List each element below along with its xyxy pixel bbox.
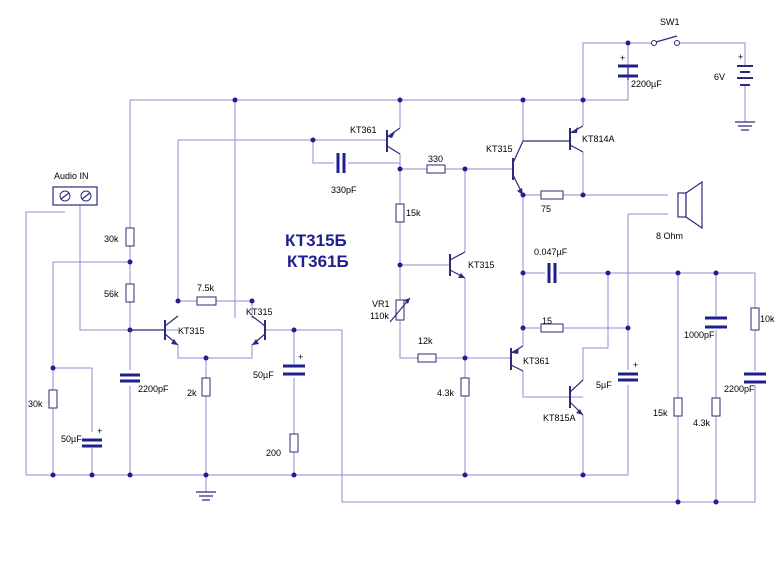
title-line-2: КТ361Б [287,252,349,271]
label-c50u-fb: 50µF [253,370,274,380]
resistor-10k [750,307,760,331]
battery-6v: + [737,52,753,86]
ground-amp [196,491,216,501]
label-r200: 200 [266,448,281,458]
label-q-kt815: KT815A [543,413,576,423]
speaker-8-ohm [677,180,703,230]
resistor-15 [540,323,564,333]
ground-battery [735,121,755,131]
transistors [130,125,584,416]
label-r15k-right: 15k [653,408,668,418]
label-r75: 75 [541,204,551,214]
svg-text:+: + [298,352,303,362]
junction-dots [50,40,719,505]
label-c2200p-b: 2200pF [724,384,755,394]
capacitor-330pf [336,153,346,173]
capacitor-5uf: + [618,360,638,382]
label-r56k: 56k [104,289,119,299]
power-switch-sw1 [651,35,680,46]
label-r15k-mid: 15k [406,208,421,218]
label-q-kt315-mid: KT315 [468,260,495,270]
svg-text:+: + [97,426,102,436]
transistor-kt315-pair-right [251,315,266,346]
resistor-15k-mid [395,203,405,223]
resistor-330 [426,164,446,174]
resistor-75 [540,190,564,200]
label-r15: 15 [542,316,552,326]
resistors [48,164,760,453]
label-sw1: SW1 [660,17,680,27]
label-q-kt315-top: KT315 [486,144,513,154]
capacitor-1000pf [705,316,727,329]
label-c1000p: 1000pF [684,330,715,340]
resistor-15k-right [673,397,683,417]
resistor-4-3k-mid [460,377,470,397]
resistor-4-3k-right [711,397,721,417]
label-r43k-mid: 4.3k [437,388,455,398]
label-c-pwr: 2200µF [631,79,662,89]
capacitor-2200pf-b [744,372,766,384]
label-c50u-in: 50µF [61,434,82,444]
transistor-kt315-mid [449,251,466,279]
label-r330: 330 [428,154,443,164]
label-speaker: 8 Ohm [656,231,683,241]
variable-resistor-vr1 [389,297,411,323]
transistor-kt315-top [512,140,524,196]
label-r30k-low: 30k [28,399,43,409]
label-q-kt361-top: KT361 [350,125,377,135]
transistor-kt361-low [510,345,524,372]
label-q-kt315-pair-l: KT315 [178,326,205,336]
capacitor-50uf-fb: + [283,352,305,376]
transistor-kt315-pair-left [130,315,179,346]
resistor-2k [201,377,211,397]
label-batt: 6V [714,72,725,82]
audio-in-connector [52,186,98,206]
label-vr1-val: 110k [370,311,389,321]
label-q-kt814: KT814A [582,134,615,144]
label-c330p: 330pF [331,185,357,195]
capacitor-2200pf-a [120,373,140,383]
label-r43k-right: 4.3k [693,418,711,428]
capacitors: + + + [82,153,766,448]
resistor-12k [417,353,437,363]
label-r12k: 12k [418,336,433,346]
wires [25,42,756,503]
label-c5u: 5µF [596,380,612,390]
label-r75k: 7.5k [197,283,215,293]
label-vr1: VR1 [372,299,390,309]
resistor-30k-top [125,227,135,247]
transistor-kt815a [569,379,584,416]
labels: SW1 2200µF 6V KT361 330 KT315 KT814A 330… [28,17,775,458]
svg-text:+: + [738,52,743,62]
label-r30k-top: 30k [104,234,119,244]
transistor-kt814a [523,125,584,153]
capacitor-0-047uf [547,263,557,283]
label-audio-in: Audio IN [54,171,89,181]
resistor-30k-low [48,389,58,409]
label-c2200p-a: 2200pF [138,384,169,394]
title-line-1: КТ315Б [285,231,347,250]
label-q-kt361-low: KT361 [523,356,550,366]
capacitor-power-2200uf: + [618,53,638,80]
resistor-200 [289,433,299,453]
resistor-56k [125,283,135,303]
resistor-7-5k [196,296,217,306]
label-c047: 0.047µF [534,247,568,257]
label-r10k: 10k [760,314,775,324]
svg-text:+: + [620,53,625,63]
label-q-kt315-pair-r: KT315 [246,307,273,317]
label-r2k: 2k [187,388,197,398]
transistor-kt361-top [386,127,401,155]
capacitor-50uf-in: + [82,426,102,448]
svg-text:+: + [633,360,638,370]
